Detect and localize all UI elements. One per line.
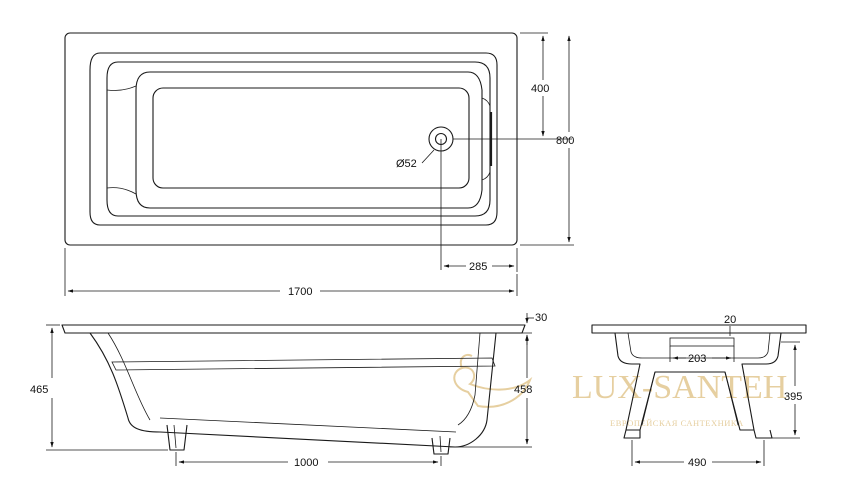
end-view-inner-wall [627,332,771,359]
end-view [591,324,807,439]
watermark-brand-text: LUX-SANTEH [572,369,787,406]
side-view-inner-curve-foot [457,332,481,426]
watermark: LUX-SANTEH ЕВРОПЕЙСКАЯ САНТЕХНИКА [453,354,787,428]
watermark-tagline-text: ЕВРОПЕЙСКАЯ САНТЕХНИКА [610,418,744,428]
top-view: Ø52 [64,32,572,270]
side-view-dimensions: 465 458 30 1000 [30,312,547,469]
side-view-shell [89,332,497,448]
end-view-foot-right [753,429,773,439]
side-view-leg-right-bolt [439,435,442,453]
dim-1000-label: 1000 [294,457,318,469]
dim-800-label: 800 [556,135,574,147]
dim-285-label: 285 [469,261,487,273]
top-view-dimensions: 400 800 285 1700 [64,32,574,298]
side-view-leg-left-bolt [173,424,177,449]
side-view-floor-line [159,417,457,433]
dim-1700-label: 1700 [288,286,312,298]
side-view-seat-ledge [111,357,496,371]
end-view-brace-right [724,371,739,426]
side-view [61,324,526,455]
end-view-shell [614,332,782,431]
dim-203-label: 203 [688,353,706,365]
dim-400-label: 400 [531,83,549,95]
side-view-inner-curve-head [107,332,151,421]
side-view-leg-left [166,424,188,451]
top-view-basin-floor [152,87,470,189]
side-view-rim [61,324,526,334]
end-view-foot-left [623,429,641,439]
top-view-headrest-upper [106,85,137,91]
top-view-basin-wall [135,71,483,209]
end-view-overflow-body [669,337,735,347]
drain-diameter-leader [421,149,435,164]
dim-30-label: 30 [535,312,547,324]
top-view-foot-curve-upper [481,97,491,107]
dim-20-label: 20 [724,314,736,326]
dim-395-label: 395 [784,391,802,403]
dim-465-label: 465 [30,384,48,396]
dim-458-label: 458 [514,384,532,396]
drain-diameter-label: Ø52 [396,158,417,170]
end-view-brace-left [641,371,656,426]
top-view-outer-basin [106,61,491,217]
end-view-rim [591,324,807,334]
top-view-foot-curve-lower [481,171,491,181]
top-view-headrest-lower [106,187,137,195]
top-view-deck [89,52,498,226]
watermark-swan-logo [453,354,533,408]
side-view-leg-right [431,437,451,455]
end-view-dimensions: 20 203 395 490 [631,314,802,469]
dim-490-label: 490 [688,457,706,469]
top-view-outer-rim [64,32,518,246]
